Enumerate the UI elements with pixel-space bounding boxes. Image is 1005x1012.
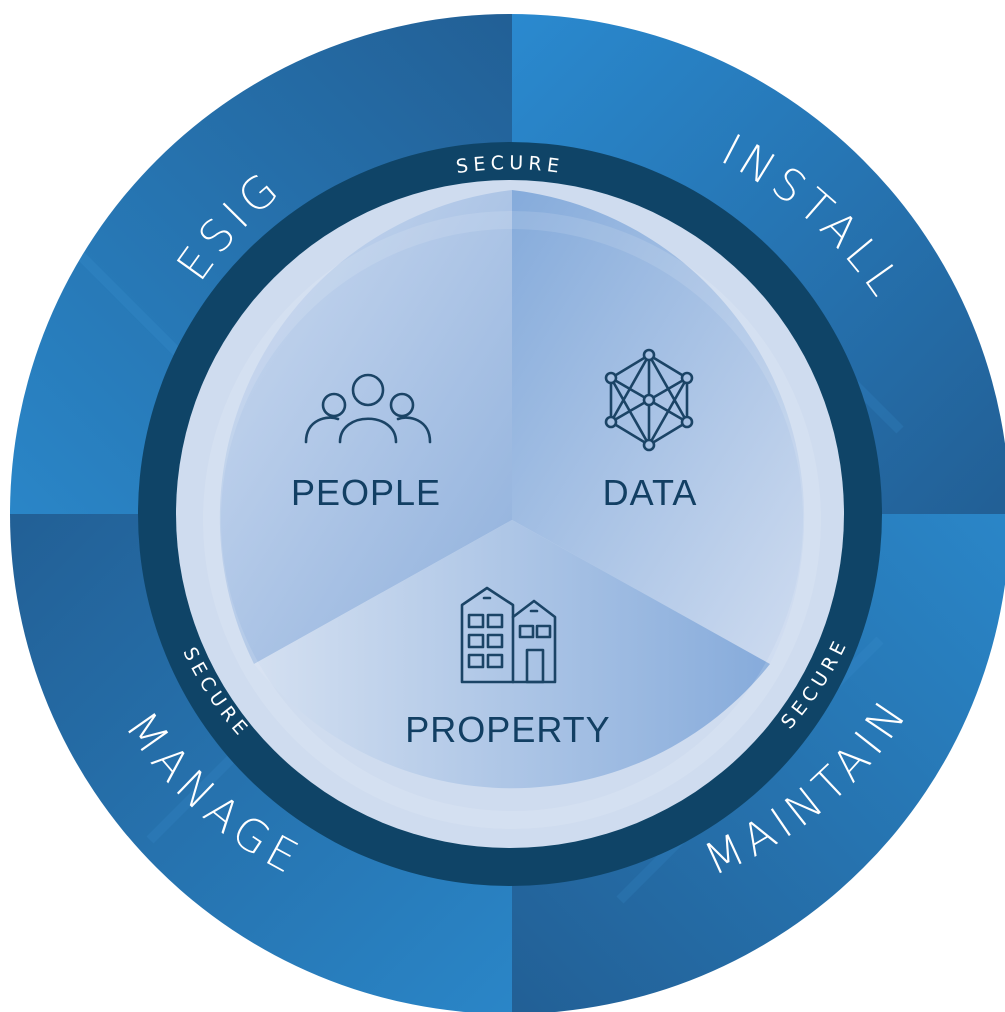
building-icon — [460, 586, 557, 684]
people-icon — [304, 373, 432, 444]
data-label: DATA — [603, 472, 698, 513]
inner-sheen — [203, 211, 821, 829]
network-icon — [604, 348, 694, 452]
property-label: PROPERTY — [405, 709, 610, 750]
people-segment[interactable] — [219, 190, 513, 664]
people-label: PEOPLE — [291, 472, 441, 513]
